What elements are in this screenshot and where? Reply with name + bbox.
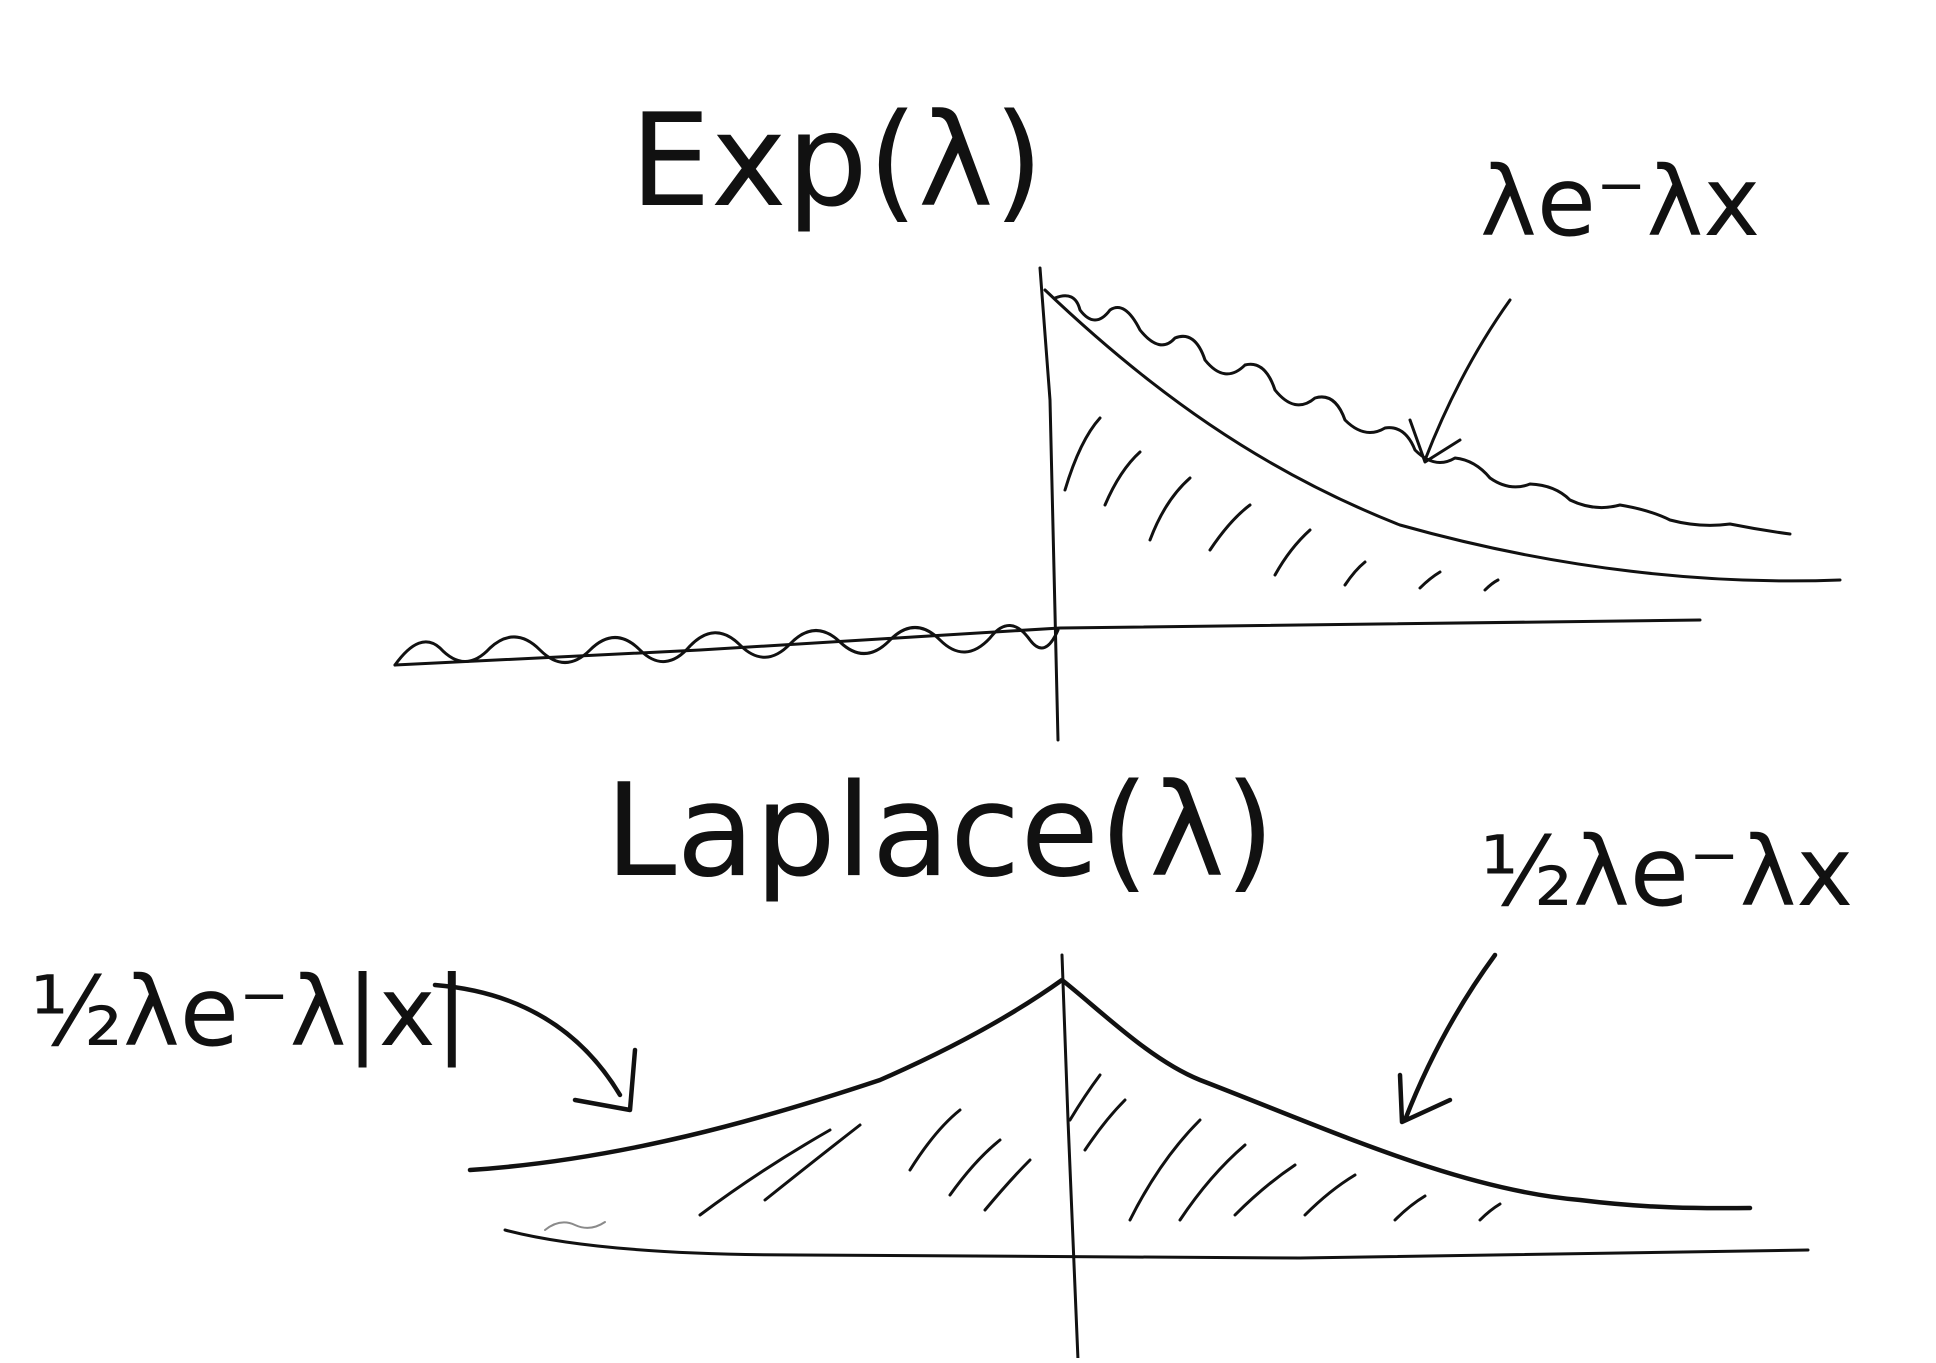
exp-hatching	[1063, 416, 1500, 592]
laplace-hatching	[544, 1073, 1502, 1231]
laplace-right-arrow	[1402, 952, 1498, 1123]
exp-title: Exp(λ)	[630, 87, 1044, 236]
laplace-right-arrowhead	[1397, 1072, 1453, 1125]
exp-label-arrowhead	[1408, 418, 1462, 464]
laplace-density-label-left: ½λe⁻λ|x|	[30, 956, 468, 1069]
laplace-density-curve	[467, 977, 1753, 1211]
exp-density-curve	[1043, 288, 1842, 583]
laplace-density-label-right: ½λe⁻λx	[1480, 816, 1853, 928]
laplace-panel: Laplace(λ) ½λe⁻λ|x| ½λe⁻λx	[30, 757, 1853, 1362]
laplace-left-arrow	[432, 982, 623, 1098]
exp-panel: Exp(λ) λe⁻λx	[393, 87, 1842, 742]
exp-density-label: λe⁻λx	[1480, 146, 1760, 258]
exp-label-arrow	[1423, 298, 1512, 462]
exp-y-axis	[1038, 266, 1060, 742]
exp-x-axis	[393, 618, 1702, 667]
laplace-title: Laplace(λ)	[605, 757, 1275, 906]
exp-zero-density-curve	[393, 624, 1060, 667]
exp-curve-overlay	[1053, 294, 1792, 536]
laplace-x-axis	[503, 1228, 1810, 1260]
laplace-y-axis	[1060, 953, 1080, 1362]
laplace-left-arrowhead	[572, 1047, 638, 1113]
